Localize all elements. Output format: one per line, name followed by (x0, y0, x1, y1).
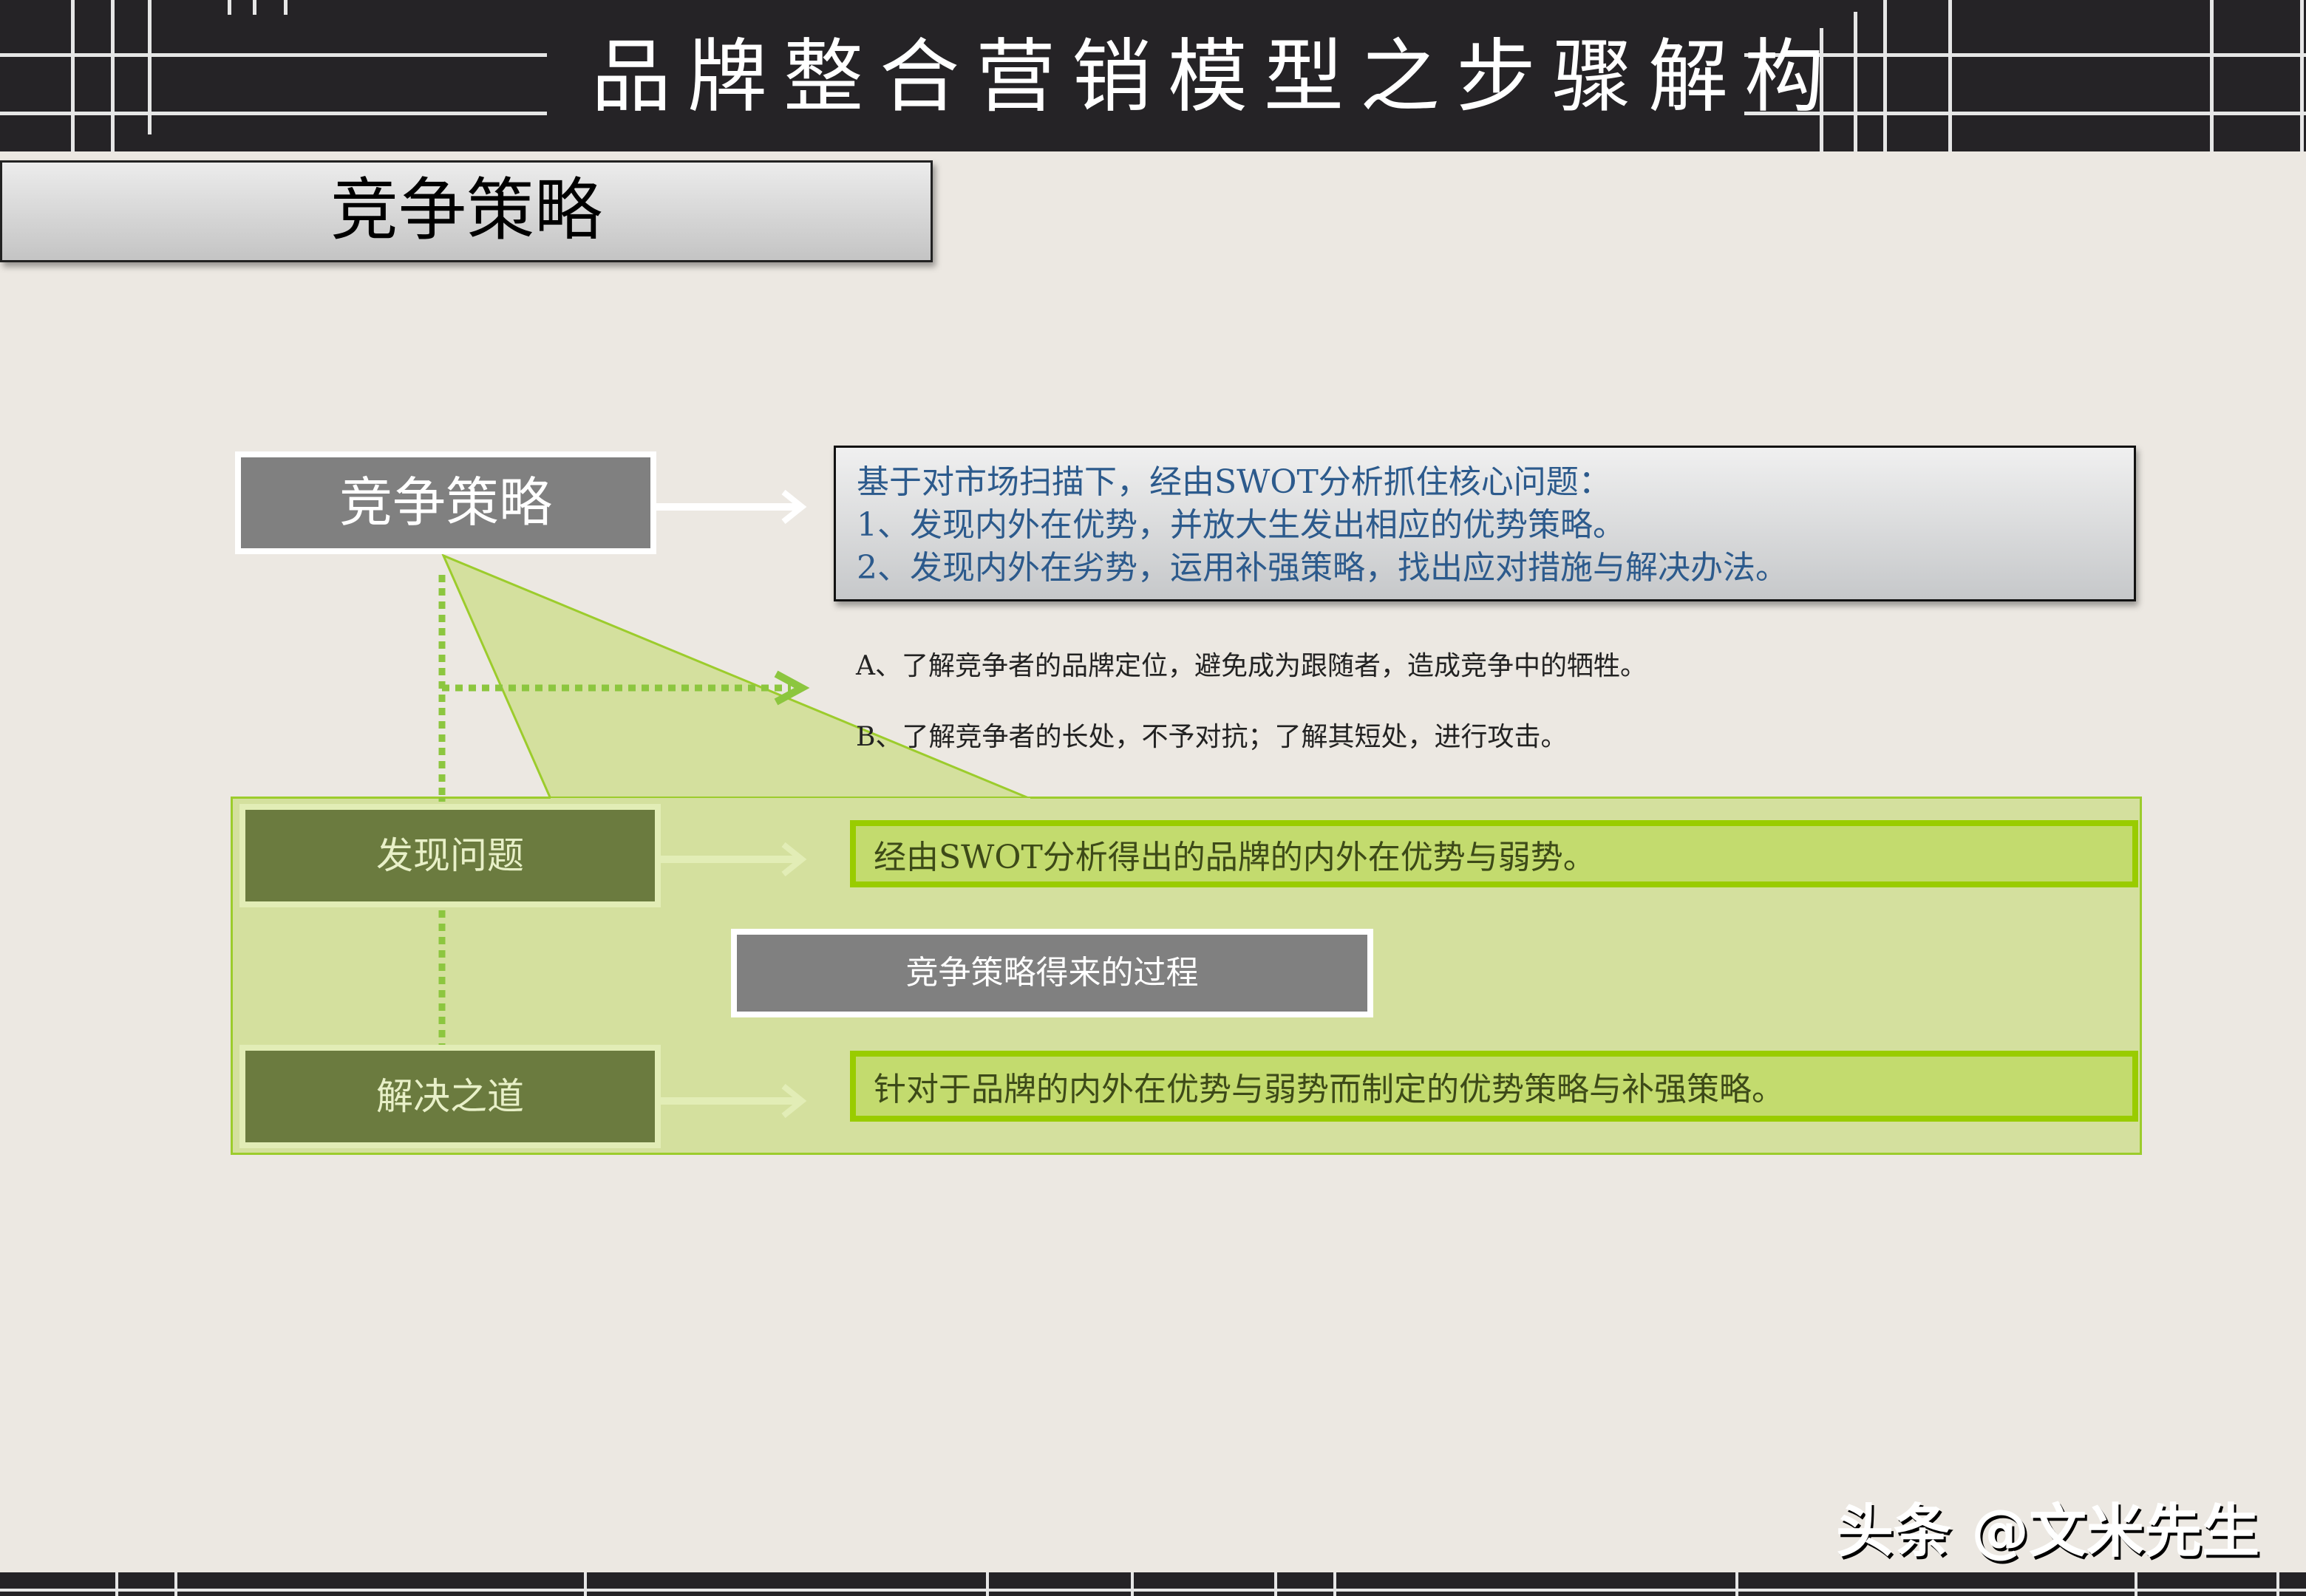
grid-line (0, 53, 547, 57)
step2-description: 针对于品牌的内外在优势与弱势而制定的优势策略与补强策略。 (850, 1051, 2138, 1122)
grid-line (1854, 12, 1857, 151)
arrow-icon (661, 1083, 807, 1119)
grid-line (2210, 0, 2214, 151)
arrowhead-icon (774, 670, 810, 706)
summary-line: 1、发现内外在优势，并放大生发出相应的优势策略。 (857, 506, 1625, 544)
grid-line (148, 0, 152, 134)
summary-line: 2、发现内外在劣势，运用补强策略，找出应对措施与解决办法。 (857, 549, 1788, 587)
grid-line (1131, 1572, 1134, 1596)
root-node: 竞争策略 (235, 451, 656, 554)
page-title: 品牌整合营销模型之步骤解构 (591, 31, 1841, 123)
header-band (0, 0, 2306, 151)
grid-line (986, 1572, 989, 1596)
step1-description-text: 经由SWOT分析得出的品牌的内外在优势与弱势。 (874, 838, 1596, 876)
summary-box: 基于对市场扫描下，经由SWOT分析抓住核心问题： 1、发现内外在优势，并放大生发… (834, 446, 2136, 601)
watermark: 头条 @文米先生 (1836, 1498, 2260, 1565)
grid-line (1274, 1572, 1277, 1596)
step-solution: 解决之道 (239, 1045, 661, 1148)
grid-line (1883, 0, 1887, 151)
grid-line (174, 1572, 177, 1596)
grid-line (71, 0, 75, 151)
grid-line (111, 0, 115, 151)
footer-band (0, 1572, 2306, 1596)
step-find-problem: 发现问题 (239, 804, 661, 907)
grid-line (228, 0, 231, 15)
grid-line (1735, 1572, 1738, 1596)
grid-line (584, 1572, 587, 1596)
grid-line (284, 0, 288, 15)
note-a: A、了解竞争者的品牌定位，避免成为跟随者，造成竞争中的牺牲。 (856, 651, 1647, 681)
grid-line (0, 1589, 2306, 1592)
note-b: B、了解竞争者的长处，不予对抗；了解其短处，进行攻击。 (856, 722, 1568, 752)
arrow-icon (661, 842, 807, 877)
grid-line (115, 1572, 118, 1596)
step2-description-text: 针对于品牌的内外在优势与弱势而制定的优势策略与补强策略。 (874, 1071, 1784, 1108)
arrow-icon (656, 489, 807, 525)
step1-description: 经由SWOT分析得出的品牌的内外在优势与弱势。 (850, 820, 2138, 887)
grid-line (1744, 53, 2306, 57)
grid-line (2135, 1572, 2137, 1596)
grid-line (2300, 0, 2304, 151)
grid-line (2276, 1572, 2279, 1596)
grid-line (1948, 0, 1952, 151)
grid-line (1744, 112, 2306, 115)
grid-line (1820, 28, 1823, 151)
grid-line (253, 0, 256, 15)
grid-line (1333, 1572, 1336, 1596)
process-label: 竞争策略得来的过程 (731, 929, 1373, 1017)
grid-line (0, 112, 547, 115)
section-title: 竞争策略 (0, 160, 933, 262)
summary-line: 基于对市场扫描下，经由SWOT分析抓住核心问题： (857, 463, 1611, 501)
